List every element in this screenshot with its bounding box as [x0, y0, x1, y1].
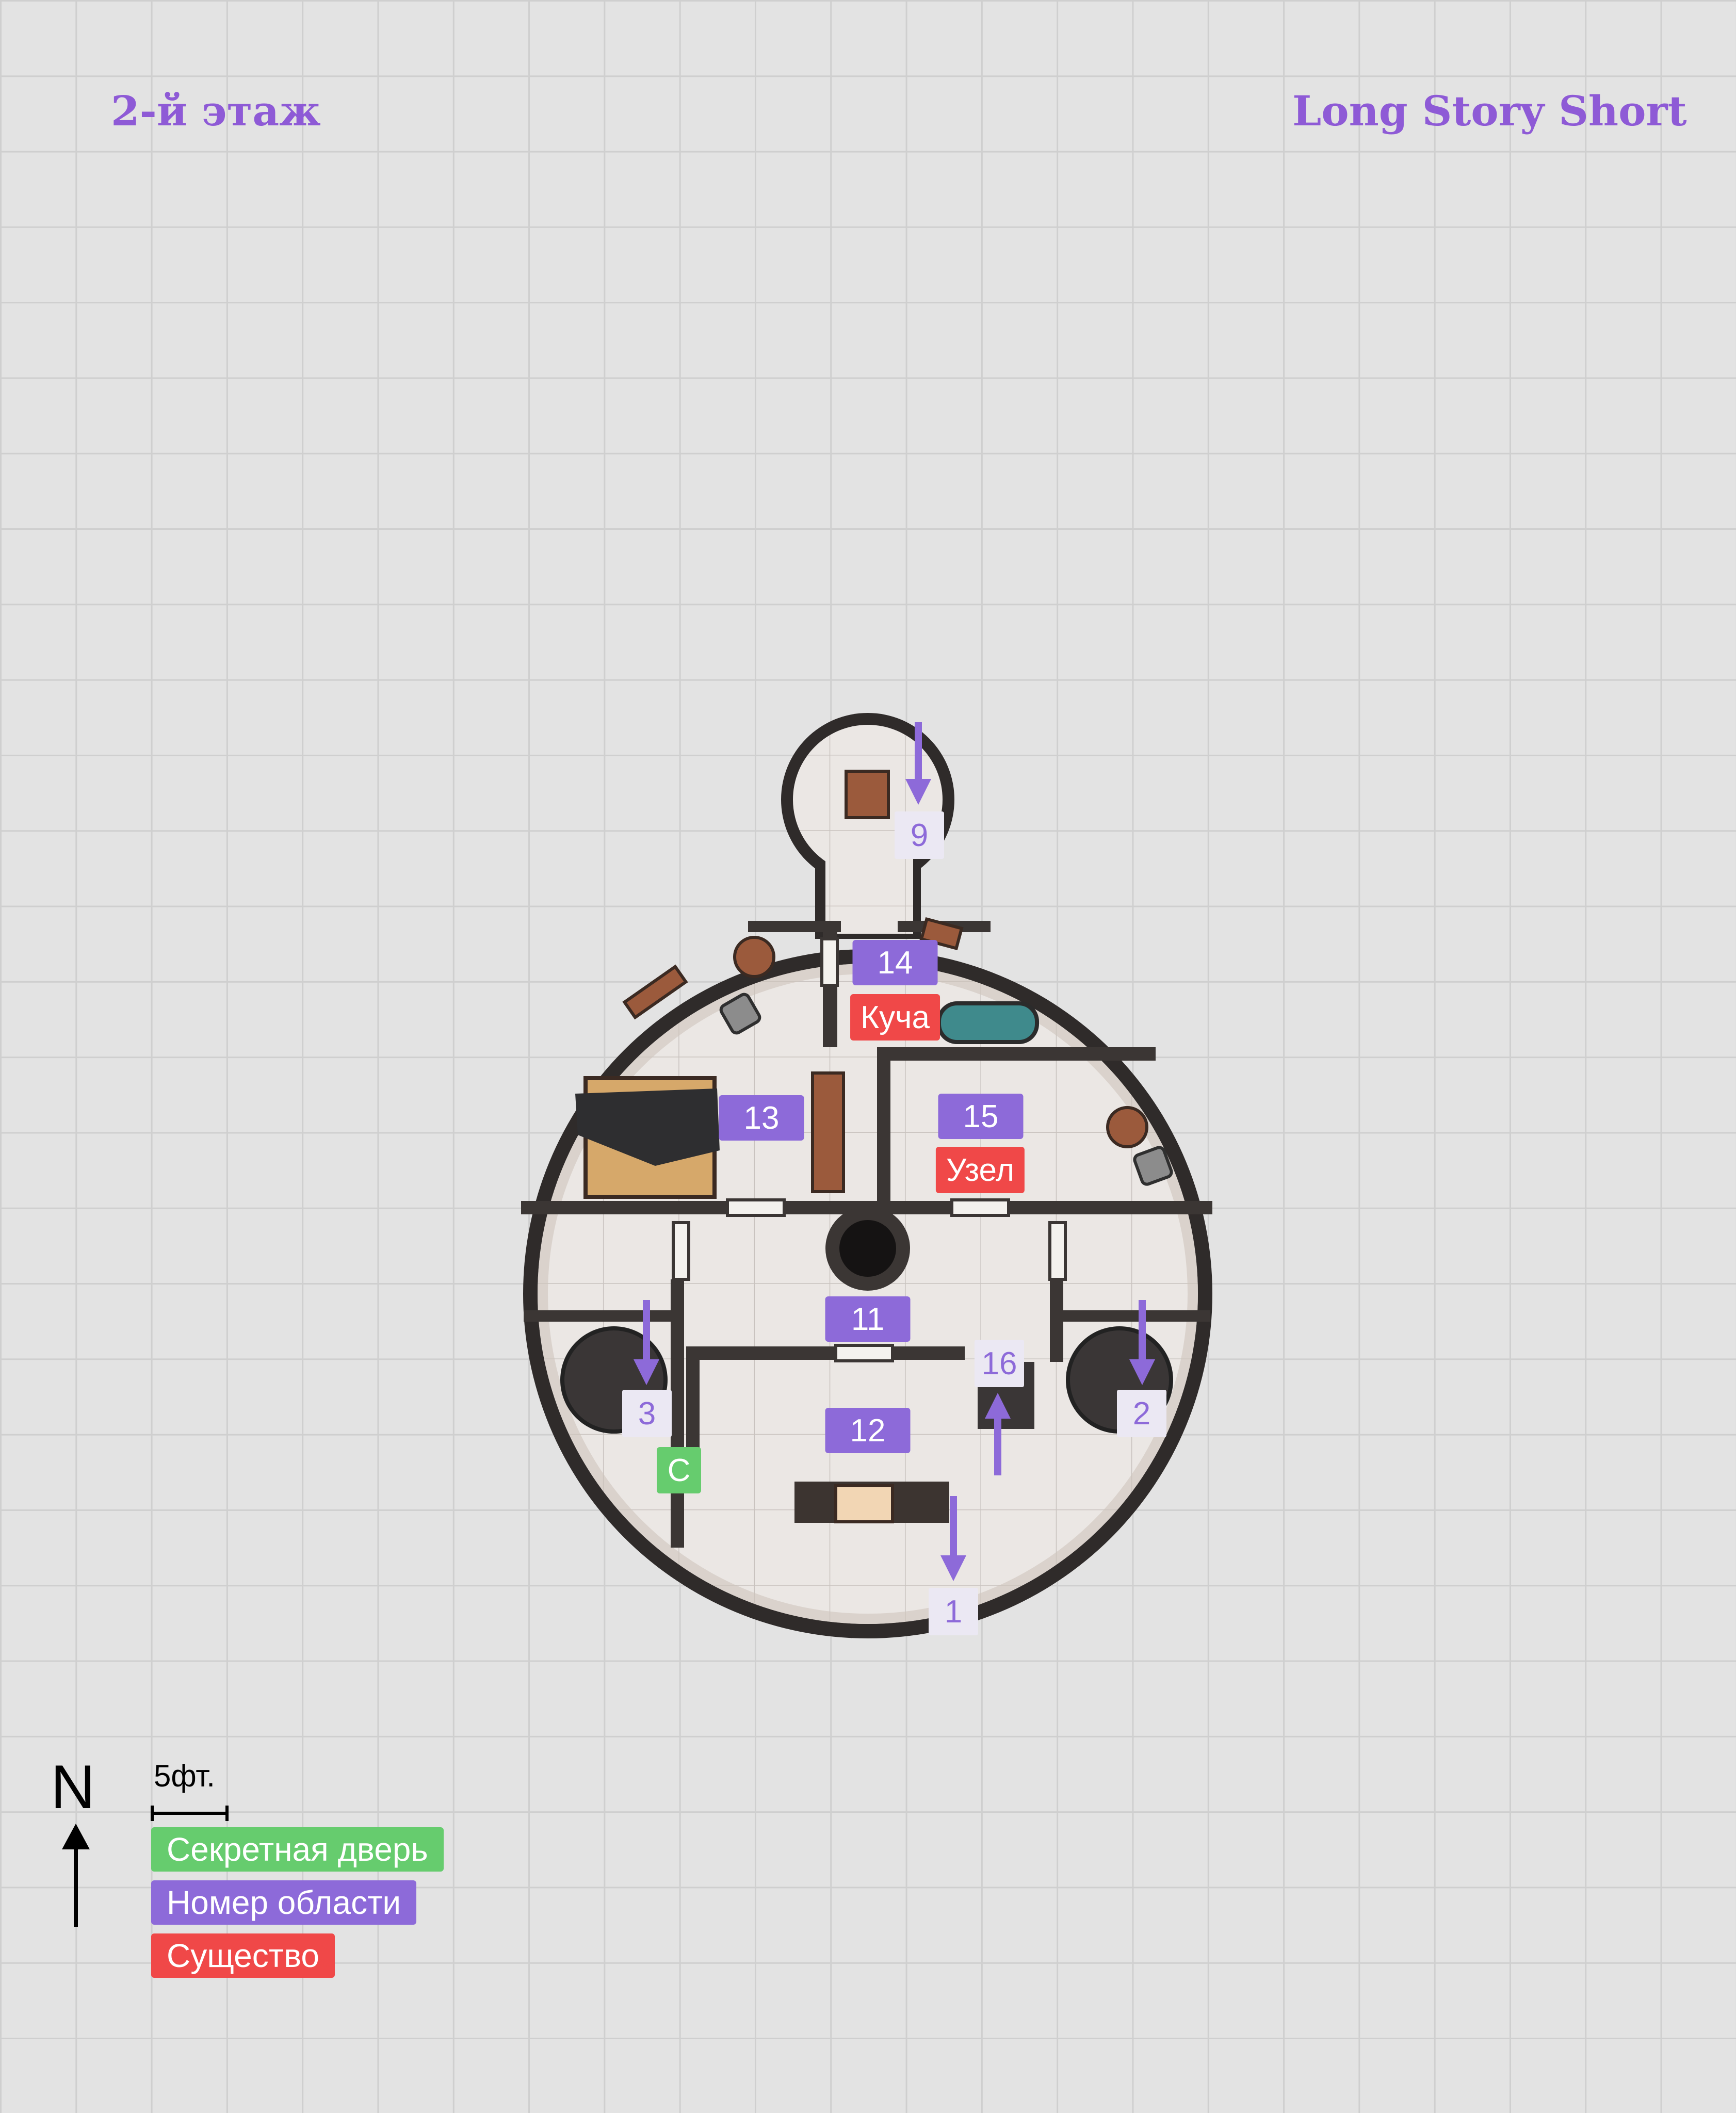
area-label-14: 14 [852, 940, 938, 985]
stair-label-9: 9 [895, 811, 944, 859]
stair-label-2: 2 [1117, 1390, 1166, 1437]
area-label-13: 13 [719, 1095, 804, 1141]
creature-label-heap: Куча [850, 994, 940, 1041]
creature-label-knot: Узел [935, 1147, 1025, 1193]
chair-nw [719, 993, 761, 1035]
scale-label: 5фт. [154, 1759, 215, 1793]
crate [845, 770, 890, 819]
stair-label-16: 16 [975, 1340, 1024, 1387]
area-label-12: 12 [825, 1408, 911, 1453]
open-book [834, 1484, 894, 1523]
stair-label-3: 3 [622, 1390, 672, 1437]
floor-title: 2-й этаж [111, 87, 321, 135]
north-arrow-icon [62, 1824, 90, 1927]
stair-label-1: 1 [929, 1588, 978, 1635]
secret-door-marker: С [657, 1447, 701, 1493]
round-table-nw [733, 936, 775, 978]
area-label-15: 15 [938, 1094, 1024, 1139]
chair-ne [1133, 1146, 1173, 1186]
brand-title: Long Story Short [1292, 87, 1687, 135]
bath-tub [937, 1001, 1039, 1044]
round-table-ne [1106, 1106, 1148, 1148]
doors [672, 937, 1067, 1362]
legend-area-number: Номер области [151, 1880, 417, 1925]
bench [622, 964, 688, 1020]
long-table [811, 1071, 845, 1193]
scale-bar [151, 1806, 229, 1821]
legend-creature: Существо [151, 1933, 335, 1978]
legend-secret-door: Секретная дверь [151, 1827, 444, 1872]
stair-arrows [634, 722, 1155, 1581]
north-label: N [51, 1752, 95, 1822]
area-label-11: 11 [825, 1296, 911, 1342]
